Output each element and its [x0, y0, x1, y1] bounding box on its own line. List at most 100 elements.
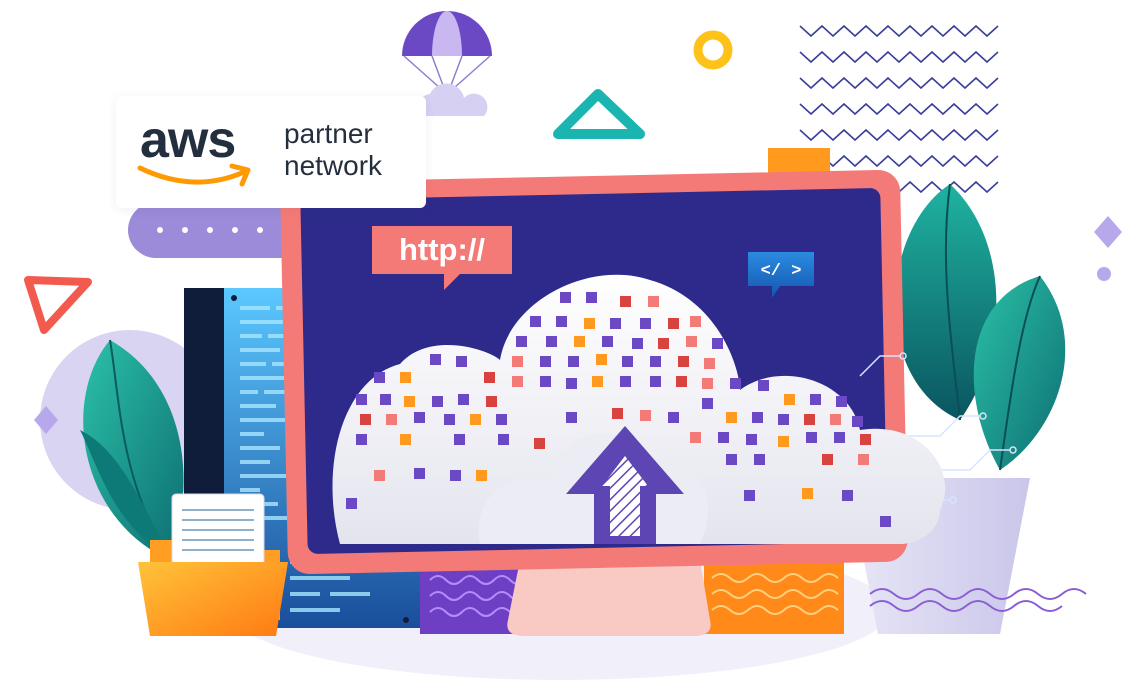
pixel-square: [658, 338, 669, 349]
pixel-square: [730, 378, 741, 389]
pixel-square: [822, 454, 833, 465]
ring-decoration: [693, 30, 733, 70]
pixel-square: [512, 356, 523, 367]
pixel-square: [400, 372, 411, 383]
pixel-square: [650, 376, 661, 387]
pixel-square: [414, 412, 425, 423]
pixel-square: [758, 380, 769, 391]
pixel-square: [540, 376, 551, 387]
pixel-square: [620, 376, 631, 387]
pixel-square: [858, 454, 869, 465]
aws-partner-network-logo: aws partner network: [116, 96, 426, 208]
red-triangle-decoration: [24, 276, 92, 334]
pixel-square: [380, 394, 391, 405]
pixel-square: [690, 432, 701, 443]
pixel-square: [540, 356, 551, 367]
pixel-square: [592, 376, 603, 387]
pixel-square: [804, 414, 815, 425]
pixel-square: [360, 414, 371, 425]
pixel-square: [454, 434, 465, 445]
pixel-square: [852, 416, 863, 427]
code-icon: </ >: [748, 252, 814, 298]
pixel-square: [356, 394, 367, 405]
pixel-square: [620, 296, 631, 307]
pixel-square: [744, 490, 755, 501]
pixel-square: [386, 414, 397, 425]
pixel-square: [622, 356, 633, 367]
pixel-square: [830, 414, 841, 425]
dotted-pill-decoration: [128, 202, 308, 258]
pixel-square: [686, 336, 697, 347]
pixel-square: [374, 470, 385, 481]
pixel-square: [640, 318, 651, 329]
pixel-square: [414, 468, 425, 479]
pixel-square: [632, 338, 643, 349]
pixel-square: [810, 394, 821, 405]
pixel-square: [374, 372, 385, 383]
triangle-decoration: [553, 89, 645, 139]
pixel-square: [704, 358, 715, 369]
pixel-square: [346, 498, 357, 509]
pixel-square: [668, 318, 679, 329]
pixel-square: [596, 354, 607, 365]
orange-box: [704, 560, 844, 634]
pixel-square: [574, 336, 585, 347]
pixel-square: [476, 470, 487, 481]
document-icon: [171, 493, 265, 571]
pixel-square: [712, 338, 723, 349]
pixel-square: [458, 394, 469, 405]
pixel-square: [836, 396, 847, 407]
pixel-square: [612, 408, 623, 419]
pixel-square: [860, 434, 871, 445]
pixel-square: [566, 412, 577, 423]
pixel-square: [586, 292, 597, 303]
upload-arrow-icon: [566, 426, 684, 544]
pixel-square: [498, 434, 509, 445]
logo-tagline-line1: partner: [284, 118, 373, 149]
pixel-square: [512, 376, 523, 387]
pixel-square: [546, 336, 557, 347]
pixel-square: [676, 376, 687, 387]
pixel-square: [404, 396, 415, 407]
monitor-stand: [507, 560, 711, 636]
pixel-square: [650, 356, 661, 367]
pixel-square: [726, 454, 737, 465]
pixel-square: [802, 488, 813, 499]
right-plant: [895, 183, 1066, 471]
sparkle-icon: [1094, 216, 1122, 248]
left-plant: [80, 339, 184, 565]
logo-tagline-line2: network: [284, 150, 383, 181]
folder-icon: [138, 493, 288, 636]
pixel-square: [778, 436, 789, 447]
pixel-square: [746, 434, 757, 445]
pixel-square: [702, 378, 713, 389]
pixel-square: [356, 434, 367, 445]
pixel-square: [456, 356, 467, 367]
code-bubble-text: </ >: [761, 262, 802, 281]
pixel-square: [834, 432, 845, 443]
pixel-square: [880, 516, 891, 527]
parachute-icon: [402, 11, 492, 116]
pixel-square: [470, 414, 481, 425]
aws-logo-text: aws: [140, 111, 236, 169]
pixel-square: [784, 394, 795, 405]
pixel-square: [530, 316, 541, 327]
pixel-square: [486, 396, 497, 407]
pixel-square: [450, 470, 461, 481]
pixel-square: [444, 414, 455, 425]
pixel-square: [602, 336, 613, 347]
pixel-square: [702, 398, 713, 409]
pixel-square: [640, 410, 651, 421]
pixel-square: [556, 316, 567, 327]
pixel-square: [584, 318, 595, 329]
sparkle-icon: [34, 406, 58, 434]
url-bubble: http://: [372, 226, 512, 290]
pixel-square: [778, 414, 789, 425]
pixel-square: [568, 356, 579, 367]
pixel-square: [400, 434, 411, 445]
pixel-square: [752, 412, 763, 423]
pixel-square: [690, 316, 701, 327]
pixel-square: [648, 296, 659, 307]
